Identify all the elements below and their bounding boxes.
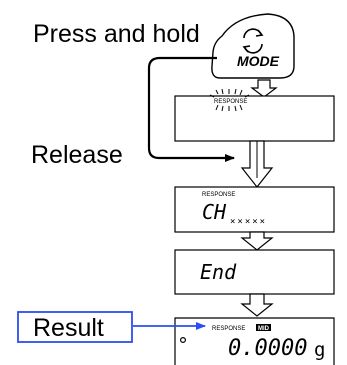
display-panel-1: RESPONSE (174, 88, 335, 142)
result-label: Result (33, 314, 104, 342)
stable-indicator-icon (180, 337, 187, 344)
mode-key[interactable]: MODE (211, 13, 295, 79)
panel2-display: CH (202, 200, 227, 224)
release-connector-line (147, 56, 235, 162)
rotate-arrows-icon (242, 28, 264, 54)
panel1-response-annunciator: RESPONSE (214, 99, 247, 105)
display-panel-2: RESPONSE CH ××××× (174, 186, 335, 233)
flow-arrow-panel3-to-panel4 (240, 293, 274, 317)
press-and-hold-label: Press and hold (33, 20, 200, 48)
release-label: Release (31, 141, 123, 169)
flow-arrow-panel1-to-panel2 (240, 140, 274, 188)
panel4-display: 0.0000 (228, 336, 307, 361)
panel3-display: End (200, 260, 237, 284)
mode-key-label: MODE (237, 53, 280, 69)
panel4-mid-badge-bg (256, 324, 271, 331)
display-panel-4: RESPONSE MID 0.0000 g (174, 317, 335, 365)
result-box (17, 311, 133, 343)
flow-arrow-panel2-to-panel3 (240, 231, 274, 251)
flow-arrow-key-to-panel1 (250, 79, 278, 98)
blink-rays (209, 88, 250, 112)
panel4-response-annunciator: RESPONSE (212, 326, 245, 332)
panel4-unit: g (314, 339, 325, 361)
panel2-sub-display: ××××× (230, 217, 267, 227)
panel2-response-annunciator: RESPONSE (202, 192, 235, 198)
display-panel-3: End (174, 249, 335, 295)
result-callout: Result (17, 311, 206, 343)
panel4-mid-badge: MID (258, 326, 270, 332)
